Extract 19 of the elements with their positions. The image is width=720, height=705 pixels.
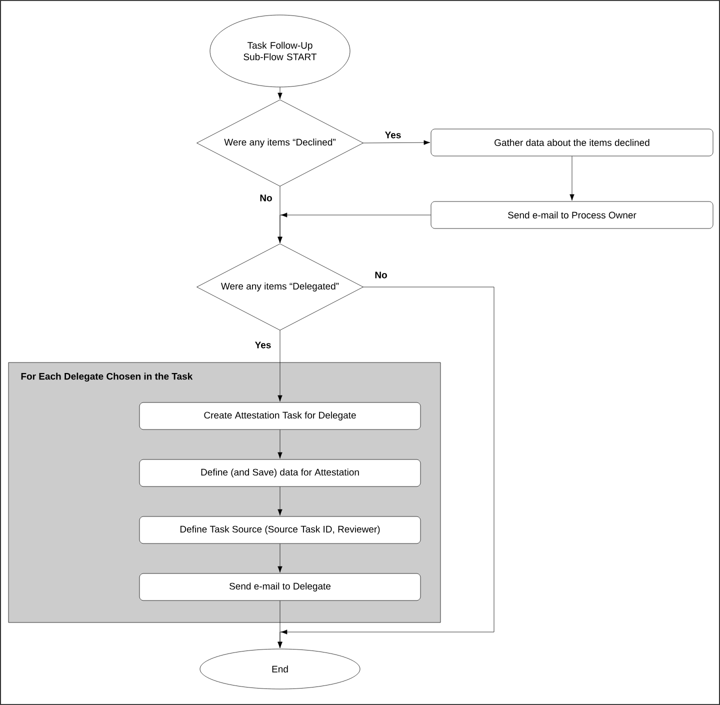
process-box: Send e-mail to Process Owner (430, 201, 714, 229)
arrow (570, 156, 574, 201)
arrow (278, 87, 282, 100)
arrow (278, 430, 282, 459)
arrow (278, 212, 431, 244)
edge-label: No (375, 272, 387, 278)
edge-label: Yes (254, 342, 271, 348)
arrow (278, 600, 282, 648)
process-box: Define (and Save) data for Attestation (139, 459, 421, 487)
edge-label: No (260, 194, 272, 202)
process-box: Gather data about the items declined (430, 128, 714, 156)
edge-label: Yes (384, 132, 401, 138)
arrow (278, 330, 282, 402)
process-box: Define Task Source (Source Task ID, Reviewer) (139, 516, 421, 544)
process-box: Send e-mail to Delegate (139, 573, 421, 601)
process-box: Create Attestation Task for Delegate (139, 402, 421, 430)
arrow (278, 486, 282, 516)
arrow (363, 140, 430, 145)
arrow (278, 544, 282, 573)
